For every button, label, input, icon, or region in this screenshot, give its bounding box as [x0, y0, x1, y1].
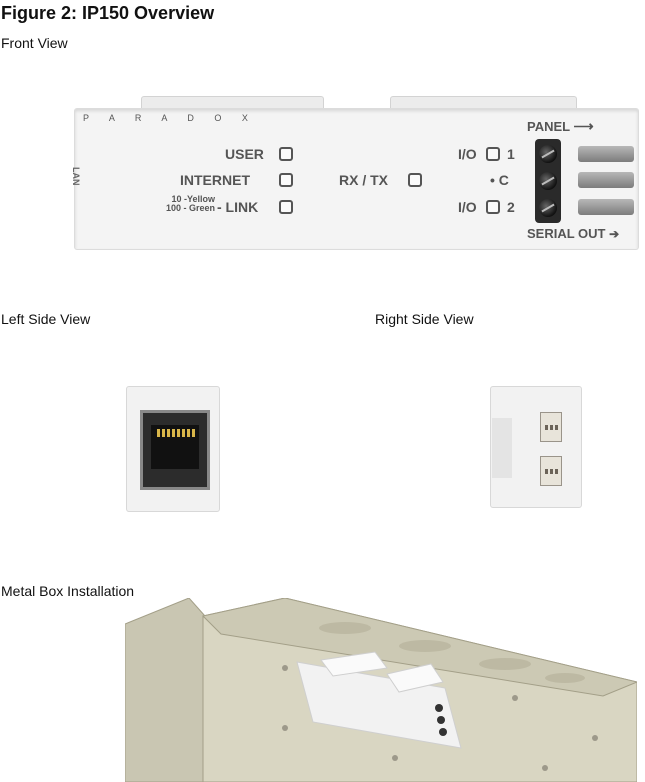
link-note-yellow: 10 -Yellow [171, 194, 215, 204]
serial-out-label: SERIAL OUT [527, 226, 606, 241]
figure-title: Figure 2: IP150 Overview [1, 3, 215, 23]
ip150-front-panel: P A R A D O X LAN USER INTERNET 10 -Yell… [71, 108, 639, 250]
housing-ridges [492, 418, 512, 478]
wire-slot [578, 172, 634, 188]
io2-label: I/O [458, 199, 477, 215]
wire-slot [578, 199, 634, 215]
metal-box-photo [125, 598, 637, 782]
screw-icon [539, 199, 557, 217]
screw-icon [539, 172, 557, 190]
front-view-caption: Front View [1, 35, 68, 51]
metal-box-caption: Metal Box Installation [1, 583, 135, 599]
screw-icon [539, 145, 557, 163]
brand-label: P A R A D O X [83, 113, 257, 123]
internet-label: INTERNET [180, 172, 250, 188]
mounting-rail-left [141, 96, 324, 111]
connector-bottom-icon [540, 456, 562, 486]
user-led [279, 147, 293, 161]
io1-led [486, 147, 500, 161]
arrow-right-icon: ➔ [609, 227, 620, 241]
wire-slot [578, 146, 634, 162]
io1-label: I/O [458, 146, 477, 162]
common-label: • C [490, 172, 509, 188]
io2-number: 2 [507, 199, 515, 215]
link-note-green: 100 - Green [165, 203, 215, 213]
lan-label: LAN [71, 167, 81, 186]
metal-box-illustration [125, 598, 637, 782]
user-label: USER [225, 146, 264, 162]
mounting-rail-right [390, 96, 577, 111]
io1-number: 1 [507, 146, 515, 162]
ethernet-port-icon [140, 410, 210, 490]
rxtx-led [408, 173, 422, 187]
left-view-caption: Left Side View [1, 311, 91, 327]
link-led [279, 200, 293, 214]
link-label: - LINK [217, 199, 259, 215]
panel-label: PANEL [527, 119, 570, 134]
io2-led [486, 200, 500, 214]
right-view-caption: Right Side View [375, 311, 474, 327]
rxtx-label: RX / TX [339, 172, 389, 188]
connector-top-icon [540, 412, 562, 442]
internet-led [279, 173, 293, 187]
arrow-right-icon: ⟶ [573, 118, 594, 134]
